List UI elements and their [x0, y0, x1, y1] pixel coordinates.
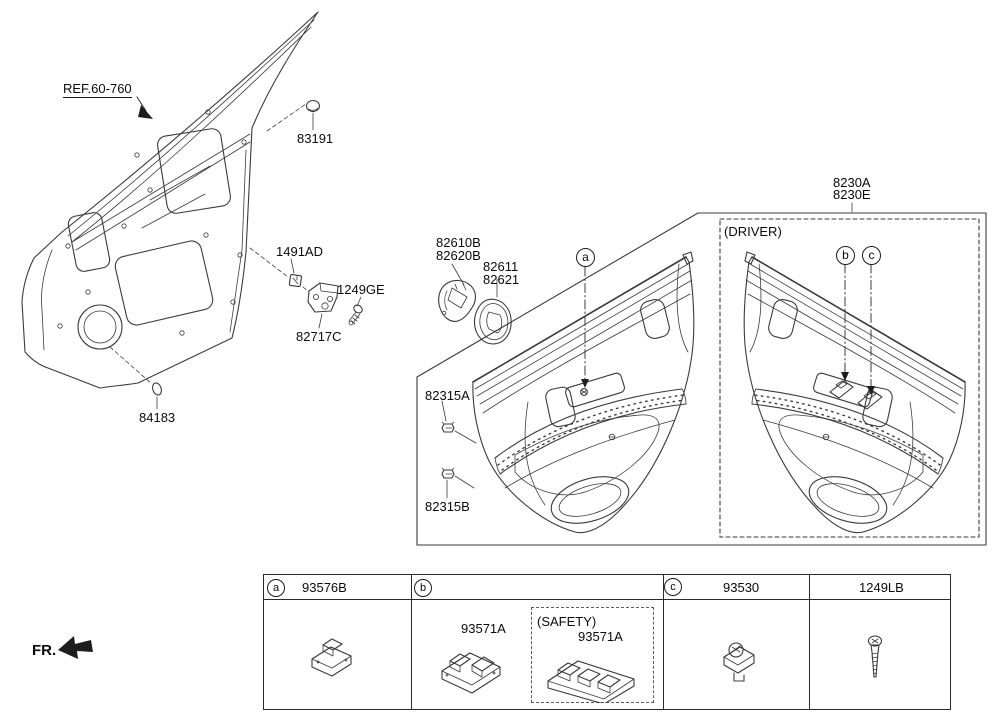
part-label-82611: 82611 — [483, 259, 519, 274]
trim-section-box — [417, 213, 986, 545]
table-divider — [663, 575, 665, 709]
fr-direction-arrow-icon — [58, 636, 93, 659]
switch-93571A-drawing — [441, 652, 501, 694]
table-callout-a: a — [267, 579, 285, 597]
part-label-83191: 83191 — [297, 131, 334, 146]
clip-82315B-drawing — [442, 468, 454, 478]
part-label-8230E: 8230E — [833, 187, 871, 202]
part-label-1491AD: 1491AD — [276, 244, 323, 259]
callout-b-letter: b — [842, 248, 849, 262]
table-callout-a-letter: a — [272, 581, 280, 594]
screw-1249LB-drawing — [867, 635, 883, 678]
fr-label: FR. — [32, 642, 57, 659]
callout-b-bubble: b — [836, 246, 855, 265]
callout-c-bubble: c — [862, 246, 881, 265]
driver-label: (DRIVER) — [724, 224, 782, 239]
trim-screw-drawing — [581, 389, 588, 396]
grommet-83191-drawing — [307, 101, 320, 112]
part-label-82717C: 82717C — [296, 329, 342, 344]
parts-table: a 93576B b c 93530 1249LB 93571A — [263, 574, 951, 710]
handle-bezel-82611-drawing — [475, 299, 512, 344]
part-label-1249GE: 1249GE — [337, 282, 385, 297]
door-shell-drawing — [22, 12, 318, 388]
driver-door-trim-drawing — [743, 251, 966, 534]
table-part-1249LB: 1249LB — [859, 580, 904, 595]
table-part-93530: 93530 — [723, 580, 760, 595]
bracket-82717C-drawing — [308, 283, 338, 312]
driver-switch-cluster-drawing — [830, 381, 882, 409]
bolt-1249GE-drawing — [349, 303, 364, 325]
part-label-82621: 82621 — [483, 272, 520, 287]
table-part-93576B: 93576B — [302, 580, 347, 595]
safety-variant-box — [531, 607, 654, 703]
callout-a-letter: a — [582, 250, 589, 264]
clip-82315A-drawing — [442, 422, 454, 432]
part-label-8230A: 8230A — [833, 175, 871, 190]
part-label-82315A: 82315A — [425, 388, 470, 403]
ring-84183-drawing — [151, 382, 163, 396]
leader-lines — [110, 97, 875, 498]
inner-handle-82610B-drawing — [439, 280, 476, 321]
table-callout-b: b — [414, 579, 432, 597]
part-label-82610B: 82610B — [436, 235, 481, 250]
part-label-82315B: 82315B — [425, 499, 470, 514]
safety-label: (SAFETY) — [537, 614, 597, 629]
table-divider — [809, 575, 811, 709]
table-callout-c: c — [664, 578, 682, 596]
part-label-82620B: 82620B — [436, 248, 481, 263]
switch-93571A-safety-drawing — [547, 660, 635, 703]
table-part-93571A-safety: 93571A — [578, 629, 623, 644]
table-header-divider — [264, 599, 950, 601]
part-label-84183: 84183 — [139, 410, 176, 425]
callout-a-bubble: a — [576, 248, 595, 267]
callout-c-letter: c — [868, 248, 875, 262]
ref-label: REF.60-760 — [63, 81, 132, 98]
table-part-93571A-main: 93571A — [461, 621, 506, 636]
table-callout-c-letter: c — [670, 580, 676, 593]
driver-dashed-box — [720, 219, 979, 537]
switch-93576B-drawing — [311, 638, 352, 677]
table-callout-b-letter: b — [419, 581, 427, 594]
switch-93530-drawing — [723, 642, 755, 682]
table-divider — [411, 575, 413, 709]
clip-1491AD-drawing — [289, 274, 301, 286]
